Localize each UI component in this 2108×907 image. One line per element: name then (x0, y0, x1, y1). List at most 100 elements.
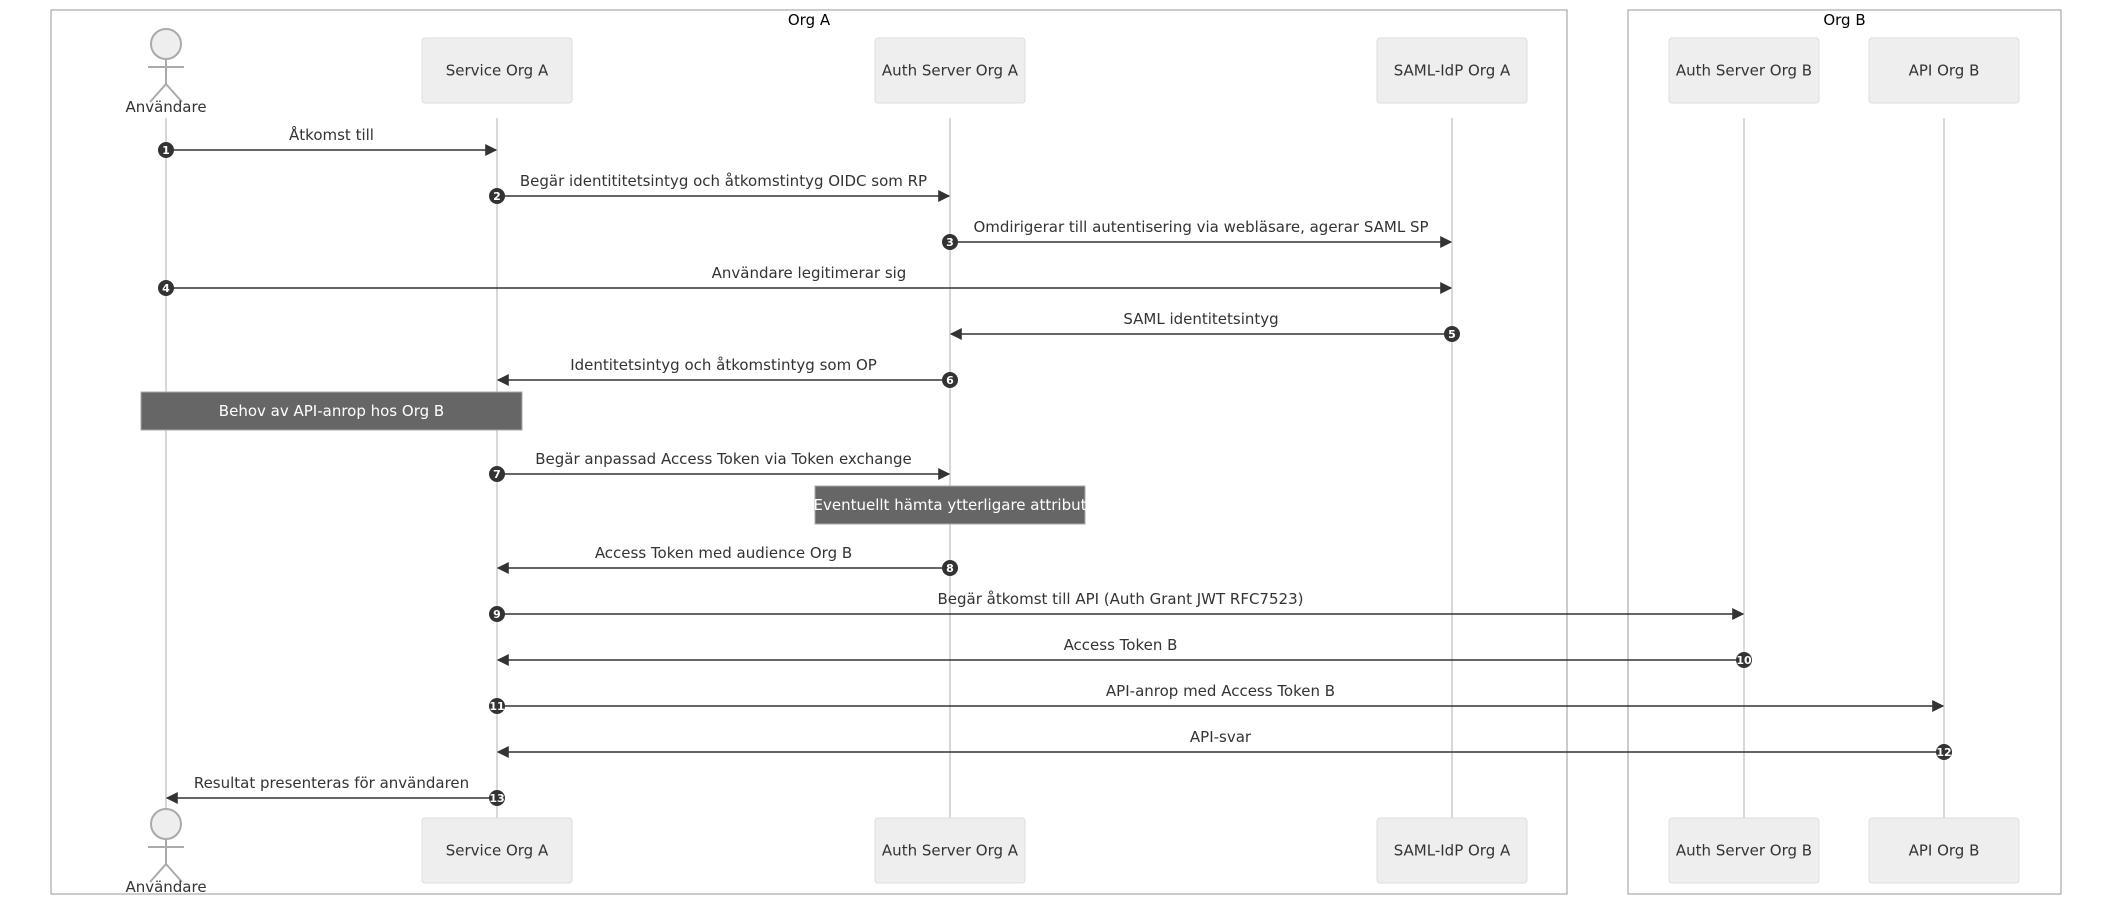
participant-user-top: Användare (125, 28, 207, 116)
actor-leg (165, 83, 183, 103)
participant-label: Auth Server Org B (1676, 62, 1812, 80)
participant-box (421, 37, 573, 104)
sequence-number-badge (942, 234, 958, 250)
participant-label: Auth Server Org A (882, 62, 1019, 80)
message-11: API-anrop med Access Token B 11 (489, 682, 1945, 714)
message-label: Resultat presenteras för användaren (194, 774, 469, 792)
message-label: Åtkomst till (289, 125, 374, 144)
participant-label: Auth Server Org B (1676, 842, 1812, 860)
sequence-number-badge (489, 466, 505, 482)
message-13: Resultat presenteras för användaren 13 (165, 774, 505, 806)
participant-authA-top: Auth Server Org A (874, 37, 1026, 104)
message-2: Begär identititetsintyg och åtkomstintyg… (489, 172, 951, 204)
group-label: Org B (1823, 11, 1865, 29)
participant-api-bottom: API Org B (1868, 817, 2020, 884)
sequence-number-badge (942, 560, 958, 576)
participant-label: SAML-IdP Org A (1394, 842, 1511, 860)
message-label: Identitetsintyg och åtkomstintyg som OP (570, 356, 877, 374)
sequence-number: 4 (162, 282, 170, 295)
group-orga: Org A (50, 9, 1568, 895)
note-box (140, 391, 523, 431)
sequence-number: 11 (489, 700, 504, 713)
participant-box (1868, 37, 2020, 104)
note-label: Eventuellt hämta ytterligare attribut (814, 496, 1087, 514)
sequence-number-badge (489, 698, 505, 714)
sequence-number-badge (1936, 744, 1952, 760)
participant-label: Service Org A (446, 62, 549, 80)
actor-head (150, 28, 182, 60)
sequence-number-badge (489, 188, 505, 204)
participant-label: Auth Server Org A (882, 842, 1019, 860)
participant-service-bottom: Service Org A (421, 817, 573, 884)
participant-box (421, 817, 573, 884)
note-label: Behov av API-anrop hos Org B (219, 402, 444, 420)
sequence-number: 13 (489, 792, 504, 805)
participant-authB-top: Auth Server Org B (1668, 37, 1820, 104)
sequence-number: 3 (946, 236, 954, 249)
note: Behov av API-anrop hos Org B (140, 391, 523, 431)
message-3: Omdirigerar till autentisering via weblä… (942, 218, 1453, 250)
sequence-number-badge (489, 790, 505, 806)
group-orgb: Org B (1627, 9, 2062, 895)
participant-box (1376, 37, 1528, 104)
message-label: Begär identititetsintyg och åtkomstintyg… (520, 172, 927, 190)
message-label: Begär anpassad Access Token via Token ex… (535, 450, 912, 468)
sequence-number-badge (158, 280, 174, 296)
participant-label: Användare (125, 878, 206, 896)
message-label: SAML identitetsintyg (1123, 310, 1278, 328)
participant-api-top: API Org B (1868, 37, 2020, 104)
sequence-number: 7 (493, 468, 501, 481)
sequence-number: 8 (946, 562, 954, 575)
sequence-number: 10 (1736, 654, 1752, 667)
message-4: Användare legitimerar sig 4 (158, 264, 1453, 296)
message-label: Access Token med audience Org B (595, 544, 852, 562)
sequence-number: 12 (1936, 746, 1951, 759)
group-label: Org A (788, 11, 831, 29)
message-label: Begär åtkomst till API (Auth Grant JWT R… (938, 590, 1304, 608)
note-box (814, 485, 1086, 525)
sequence-number-badge (1736, 652, 1752, 668)
note: Eventuellt hämta ytterligare attribut (814, 485, 1087, 525)
message-9: Begär åtkomst till API (Auth Grant JWT R… (489, 590, 1745, 622)
participant-service-top: Service Org A (421, 37, 573, 104)
sequence-number: 1 (162, 144, 170, 157)
message-12: API-svar 12 (496, 728, 1952, 760)
sequence-number: 6 (946, 374, 954, 387)
participant-label: Service Org A (446, 842, 549, 860)
message-7: Begär anpassad Access Token via Token ex… (489, 450, 951, 482)
sequence-number: 5 (1448, 328, 1456, 341)
participant-authA-bottom: Auth Server Org A (874, 817, 1026, 884)
message-6: Identitetsintyg och åtkomstintyg som OP 6 (496, 356, 958, 388)
message-5: SAML identitetsintyg 5 (949, 310, 1460, 342)
participant-authB-bottom: Auth Server Org B (1668, 817, 1820, 884)
actor-leg (149, 83, 167, 103)
sequence-number: 9 (493, 608, 501, 621)
message-label: API-anrop med Access Token B (1106, 682, 1335, 700)
message-label: API-svar (1190, 728, 1252, 746)
participant-box (874, 37, 1026, 104)
participant-label: SAML-IdP Org A (1394, 62, 1511, 80)
participant-label: API Org B (1909, 842, 1980, 860)
participant-box (1668, 817, 1820, 884)
sequence-number: 2 (493, 190, 501, 203)
actor-leg (165, 863, 183, 883)
message-label: Omdirigerar till autentisering via weblä… (973, 218, 1428, 236)
message-label: Användare legitimerar sig (712, 264, 907, 282)
participant-box (1376, 817, 1528, 884)
message-8: Access Token med audience Org B 8 (496, 544, 958, 576)
participant-box (1868, 817, 2020, 884)
sequence-number-badge (1444, 326, 1460, 342)
sequence-number-badge (942, 372, 958, 388)
actor-head (150, 808, 182, 840)
message-label: Access Token B (1064, 636, 1178, 654)
sequence-number-badge (158, 142, 174, 158)
participant-box (1668, 37, 1820, 104)
participant-box (874, 817, 1026, 884)
participant-label: Användare (125, 98, 206, 116)
participant-saml-top: SAML-IdP Org A (1376, 37, 1528, 104)
participant-user-bottom: Användare (125, 808, 207, 896)
actor-leg (149, 863, 167, 883)
message-10: Access Token B 10 (496, 636, 1752, 668)
participant-label: API Org B (1909, 62, 1980, 80)
